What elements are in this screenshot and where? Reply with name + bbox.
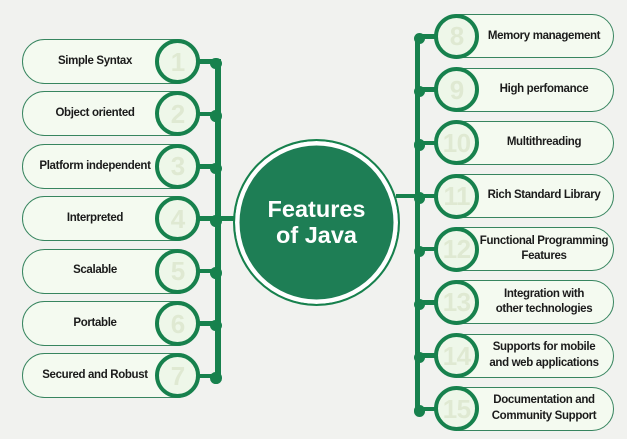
item-connector-2 [196, 111, 221, 117]
item-number-4: 4 [170, 203, 185, 234]
center-topic-circle: Features of Java [233, 138, 400, 306]
item-number-circle-2: 2 [155, 91, 201, 137]
junction-dot-14 [413, 351, 426, 364]
item-connector-6 [196, 321, 221, 326]
item-number-circle-8: 8 [434, 13, 480, 59]
item-connector-13 [416, 300, 437, 305]
item-label-10: Multithreading [506, 136, 582, 149]
item-number-15: 15 [442, 393, 471, 424]
item-label-9: High perfomance [499, 82, 589, 95]
item-number-2: 2 [170, 98, 185, 129]
item-label-15: Documentation and Community Support [491, 394, 597, 422]
item-number-circle-6: 6 [155, 301, 201, 346]
item-label-13: Integration with other technologies [495, 287, 593, 316]
item-number-circle-4: 4 [155, 196, 201, 242]
junction-dot-13 [413, 298, 426, 311]
item-connector-9 [416, 87, 437, 92]
junction-dot-2 [210, 110, 222, 122]
junction-dot-11 [413, 192, 426, 204]
item-number-1: 1 [170, 46, 185, 77]
item-number-circle-15: 15 [434, 386, 480, 432]
junction-dot-15 [413, 405, 426, 417]
junction-dot-5 [210, 267, 222, 279]
center-title-line1: Features [267, 196, 366, 222]
item-number-circle-5: 5 [155, 248, 201, 294]
junction-dot-6 [210, 319, 222, 332]
item-number-circle-1: 1 [155, 39, 201, 84]
item-connector-12 [416, 246, 437, 252]
item-connector-15 [416, 406, 437, 412]
item-number-7: 7 [170, 360, 185, 391]
item-number-circle-13: 13 [434, 279, 480, 325]
item-label-2: Object oriented [55, 107, 135, 120]
center-title-line2: of Java [276, 222, 357, 248]
item-connector-8 [416, 34, 437, 39]
item-label-7: Secured and Robust [42, 369, 148, 382]
item-label-4: Interpreted [66, 211, 124, 224]
item-connector-10 [416, 140, 437, 146]
item-connector-5 [196, 268, 221, 274]
item-connector-14 [416, 353, 437, 358]
item-number-circle-3: 3 [155, 143, 201, 189]
right-connector-trunk [414, 36, 421, 414]
item-number-11: 11 [443, 181, 470, 211]
item-connector-7 [196, 373, 221, 379]
item-connector-3 [196, 164, 221, 169]
junction-dot-9 [413, 85, 426, 98]
item-number-3: 3 [170, 151, 185, 182]
item-connector-1 [196, 59, 221, 64]
item-number-14: 14 [442, 340, 471, 371]
item-number-circle-9: 9 [434, 67, 480, 113]
item-label-3: Platform independent [39, 159, 151, 172]
item-number-12: 12 [442, 234, 471, 265]
junction-dot-4 [210, 215, 222, 227]
item-label-1: Simple Syntax [57, 54, 133, 67]
item-label-6: Portable [73, 316, 117, 329]
item-number-10: 10 [442, 127, 471, 158]
item-label-11: Rich Standard Library [487, 189, 601, 202]
item-number-8: 8 [449, 21, 464, 52]
item-label-14: Supports for mobile and web applications [489, 341, 599, 369]
junction-dot-8 [413, 32, 426, 45]
item-label-12: Functional Programming Features [479, 234, 609, 263]
item-number-9: 9 [449, 74, 464, 105]
item-number-6: 6 [170, 308, 185, 339]
item-number-circle-7: 7 [155, 353, 201, 399]
item-number-circle-12: 12 [434, 226, 480, 272]
item-number-circle-14: 14 [434, 333, 480, 379]
junction-dot-7 [210, 372, 222, 384]
item-label-8: Memory management [487, 29, 601, 42]
item-number-13: 13 [442, 287, 471, 318]
item-label-5: Scalable [73, 264, 117, 277]
junction-dot-3 [210, 162, 222, 175]
junction-dot-10 [413, 139, 426, 151]
item-number-5: 5 [170, 256, 185, 287]
junction-dot-12 [413, 245, 426, 258]
junction-dot-1 [210, 57, 222, 70]
item-number-circle-11: 11 [434, 173, 480, 219]
item-number-circle-10: 10 [434, 120, 480, 166]
